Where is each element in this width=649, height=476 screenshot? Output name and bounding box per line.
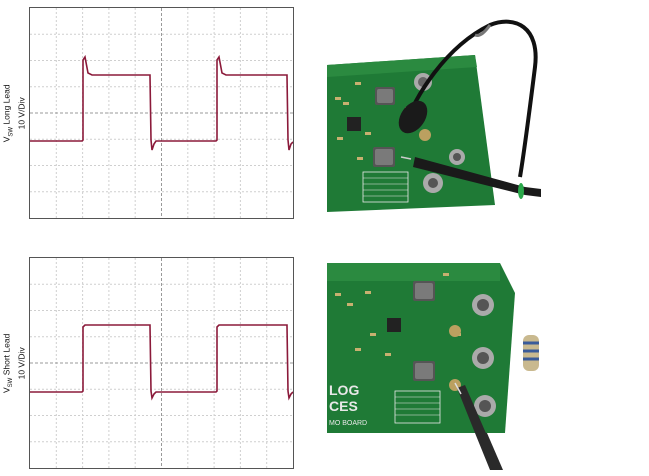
center-axes — [30, 258, 293, 468]
board-photo-short-lead: LOG CES MO BOARD — [325, 263, 541, 470]
svg-text:CES: CES — [329, 398, 358, 414]
ic-chip — [387, 318, 401, 332]
ic-chip — [347, 117, 361, 131]
load-resistor — [523, 335, 539, 371]
probe-body — [413, 157, 541, 197]
center-axes — [30, 8, 293, 218]
ground-clip — [398, 100, 428, 134]
ground-lead — [403, 19, 538, 178]
pcb-board — [327, 263, 515, 433]
oscilloscope-trace-long-lead — [29, 7, 294, 219]
y-axis-label-long-lead: VSW Long Lead 10 V/Div — [1, 84, 27, 142]
waveform-short-lead — [30, 324, 293, 401]
y-axis-label-short-lead: VSW Short Lead 10 V/Div — [1, 333, 27, 393]
waveform-long-lead — [30, 54, 293, 151]
terminal-posts — [414, 73, 465, 193]
svg-text:MO BOARD: MO BOARD — [329, 420, 367, 427]
svg-text:LOG: LOG — [329, 382, 359, 398]
board-photo-long-lead — [325, 7, 541, 212]
pcb-board — [327, 55, 495, 212]
oscilloscope-trace-short-lead — [29, 257, 294, 469]
